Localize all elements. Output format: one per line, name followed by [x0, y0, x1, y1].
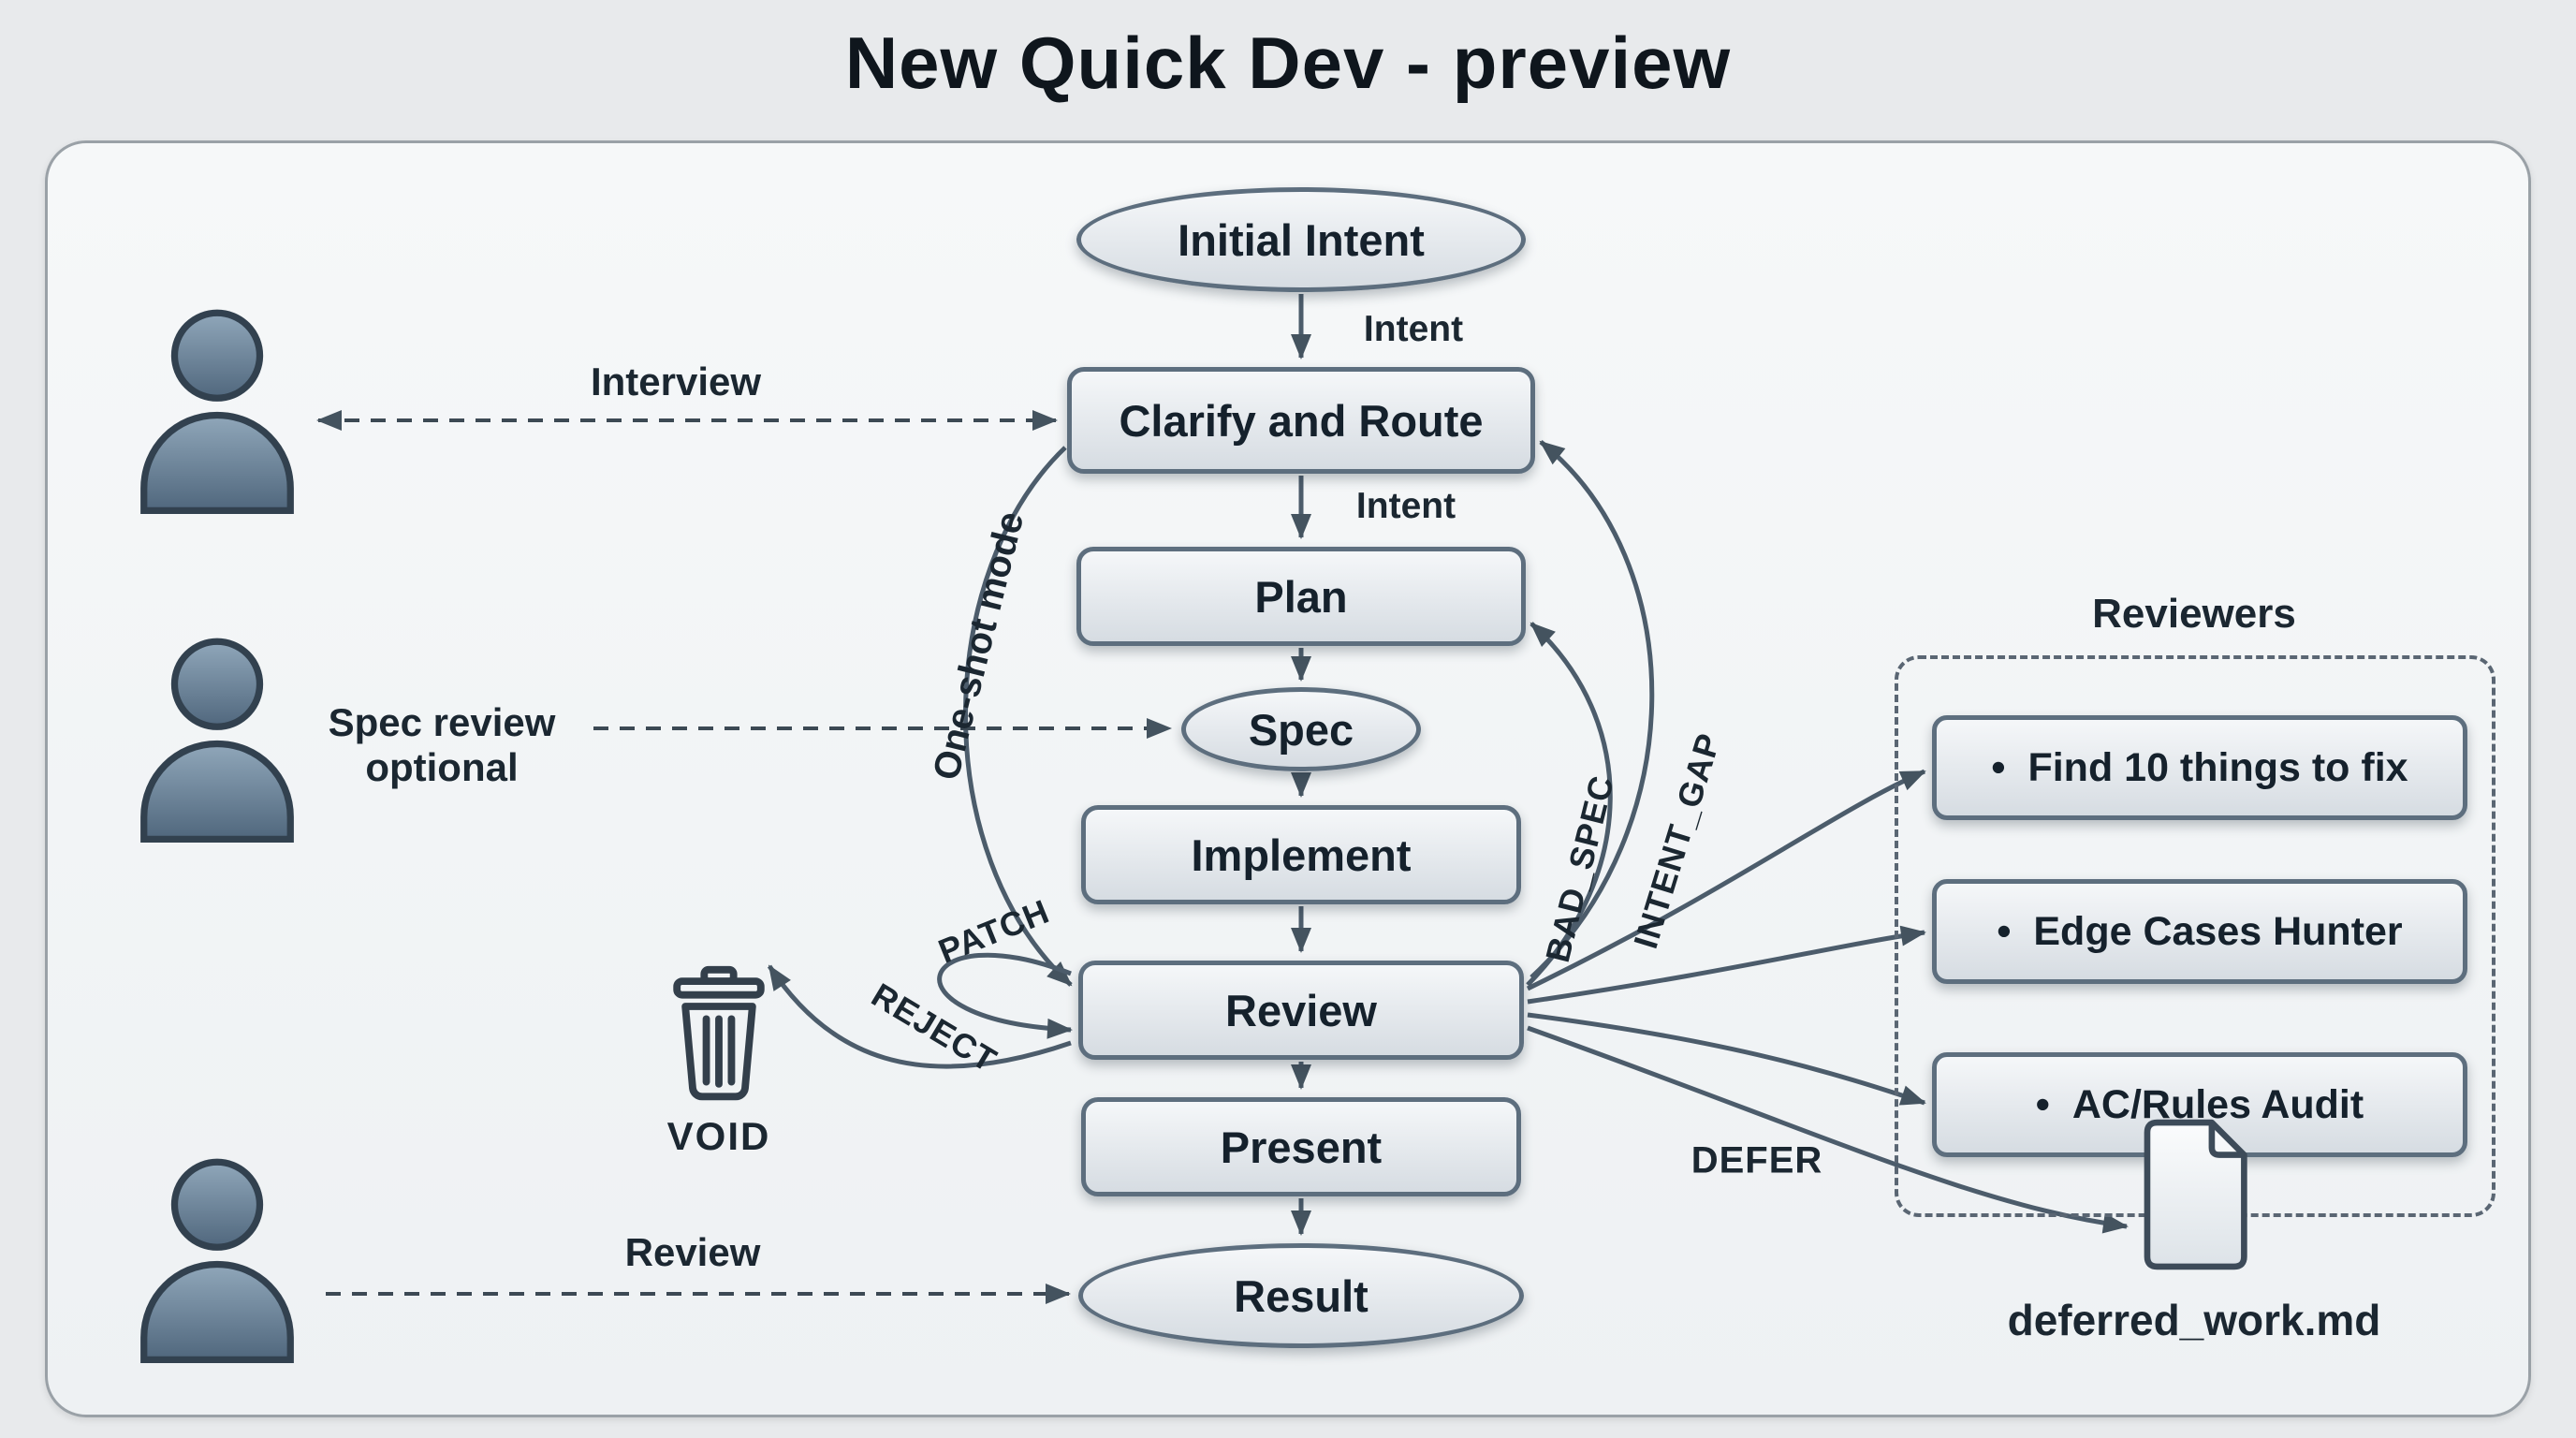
edge-review-to-reviewer-1	[1526, 769, 1926, 991]
reviewer-item-label: Find 10 things to fix	[2027, 744, 2408, 790]
bullet-icon: •	[2035, 1081, 2050, 1127]
page-title: New Quick Dev - preview	[844, 22, 1732, 104]
document-icon	[2140, 1114, 2254, 1275]
reviewer-item-find-things: • Find 10 things to fix	[1932, 715, 2467, 820]
node-plan: Plan	[1076, 547, 1526, 646]
person-icon-final-reviewer	[132, 1153, 302, 1365]
node-present: Present	[1081, 1097, 1521, 1196]
edge-patch-loop	[937, 952, 1073, 1039]
reviewer-item-label: AC/Rules Audit	[2071, 1081, 2364, 1127]
person-icon-spec-reviewer	[132, 633, 302, 844]
edge-label-spec-review-line1: Spec review	[328, 700, 556, 744]
edge-label-intent-mid: Intent	[1355, 486, 1456, 526]
bullet-icon: •	[1991, 744, 2006, 790]
edge-label-spec-review-line2: optional	[365, 745, 519, 789]
reviewer-item-edge-cases: • Edge Cases Hunter	[1932, 879, 2467, 984]
deferred-doc-label: deferred_work.md	[2007, 1296, 2381, 1344]
node-spec: Spec	[1181, 687, 1421, 771]
node-review: Review	[1078, 961, 1524, 1060]
node-clarify-and-route: Clarify and Route	[1067, 367, 1535, 474]
edge-label-spec-review: Spec review optional	[245, 700, 638, 790]
edge-review-to-reviewer-2	[1527, 925, 1926, 1005]
edge-intent-gap	[1530, 440, 1655, 979]
edge-label-user-review: Review	[624, 1230, 761, 1274]
void-label: VOID	[666, 1114, 771, 1158]
node-result: Result	[1078, 1243, 1524, 1348]
edge-label-defer: DEFER	[1690, 1139, 1823, 1181]
node-implement: Implement	[1081, 805, 1521, 904]
person-icon-interviewer	[132, 304, 302, 516]
bullet-icon: •	[1997, 908, 2012, 954]
edge-label-interview: Interview	[590, 360, 762, 404]
reviewers-title: Reviewers	[2092, 591, 2296, 637]
trash-icon	[666, 964, 771, 1101]
reviewer-item-label: Edge Cases Hunter	[2033, 908, 2403, 954]
edge-review-to-reviewer-3	[1527, 1012, 1926, 1106]
edge-reject-to-void	[767, 964, 1072, 1069]
edge-one-shot-mode	[963, 446, 1073, 987]
edge-label-intent-top: Intent	[1363, 309, 1464, 349]
node-initial-intent: Initial Intent	[1076, 187, 1526, 292]
